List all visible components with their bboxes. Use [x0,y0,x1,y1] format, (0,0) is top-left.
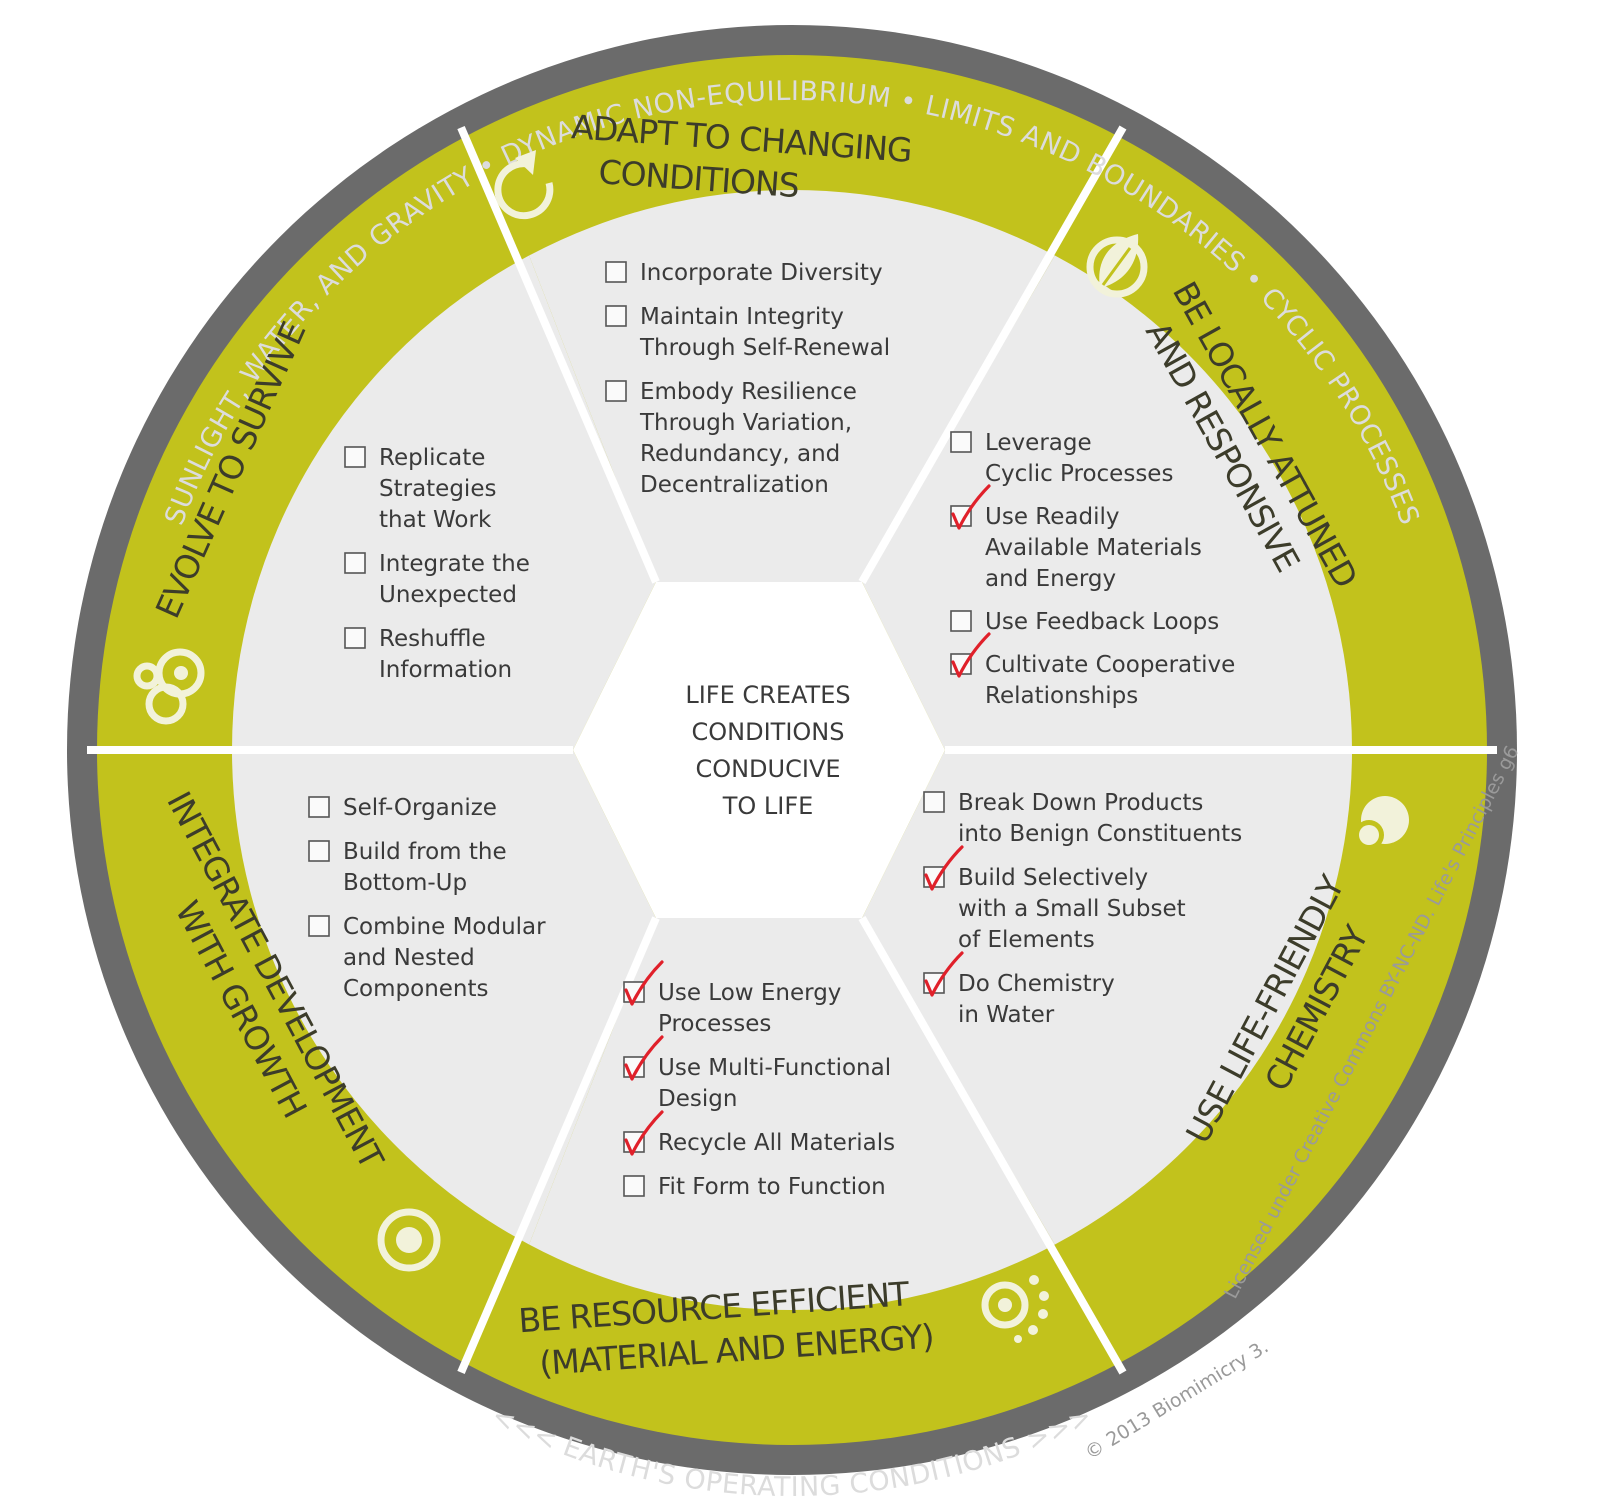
check-mark-icon [624,1035,664,1081]
divider-line-3 [858,916,1127,1375]
checklist-item-text: Cultivate Cooperative [985,652,1235,678]
molecule-icon [1354,796,1409,850]
checklist-item-text: Replicate [379,445,485,471]
checklist-item-text: Leverage [985,430,1092,456]
checklist-item-text: Processes [658,1011,771,1037]
segment-dividers [87,125,1497,1375]
checkbox[interactable] [950,431,972,453]
checklist-item-text: Maintain Integrity [640,304,844,330]
check-mark-icon [924,951,964,997]
check-mark-icon [924,845,964,891]
checklist-item-text: Integrate the [379,551,530,577]
cycle-arrow-icon [494,150,554,220]
checklist-item-text: Build from the [343,839,507,865]
checklist-item-text: Combine Modular [343,914,546,940]
checklist-item-text: with a Small Subset [958,896,1186,922]
checkbox[interactable] [950,610,972,632]
checklist-item-text: Through Variation, [639,410,852,436]
checklist-item-text: in Water [958,1002,1055,1028]
checklist-item-text: that Work [379,507,492,533]
center-line-3: CONDUCIVE [695,755,840,783]
checklist-item-text: Components [343,976,489,1002]
checklist-item-text: Cyclic Processes [985,461,1173,487]
divider-line-1 [858,125,1127,584]
center-hexagon [573,582,945,918]
checklist-item-text: Recycle All Materials [658,1130,895,1156]
principle-wedges [232,190,1352,1310]
wedge-3 [529,918,1055,1310]
bubbles-icon [133,648,205,725]
check-mark-icon [951,484,991,530]
checklist-item-text: Reshuffle [379,626,486,652]
wedge-0 [529,190,1055,582]
checklist-item-text: of Elements [958,927,1095,953]
checklist-item-text: into Benign Constituents [958,821,1242,847]
checklist-item-text: Through Self-Renewal [639,335,890,361]
checklist-item-text: Redundancy, and [640,441,840,467]
wedge-2 [862,750,1352,1245]
checklist-item-text: Information [379,657,512,683]
checklist-item-text: Bottom-Up [343,870,467,896]
checklist-item-text: and Energy [985,566,1116,592]
checklist-item-text: Design [658,1086,737,1112]
checklist-item-text: Incorporate Diversity [640,260,883,286]
checklist-item-text: Use Feedback Loops [985,609,1219,635]
check-mark-icon [624,1110,664,1156]
checkbox[interactable] [605,261,627,283]
checklist-item-text: Use Multi-Functional [658,1055,891,1081]
divider-line-0 [457,125,660,584]
checklist-item-text: Build Selectively [958,865,1148,891]
checkbox[interactable] [344,446,366,468]
checkbox[interactable] [308,915,330,937]
center-line-4: TO LIFE [722,792,814,820]
checklist-item-text: Use Low Energy [658,980,841,1006]
checkbox[interactable] [344,627,366,649]
checklist-item-text: Embody Resilience [640,379,857,405]
check-mark-icon [951,632,991,678]
dots-cycle-icon [981,1275,1049,1343]
checkbox[interactable] [308,796,330,818]
center-text: LIFE CREATES CONDITIONS CONDUCIVE TO LIF… [685,681,850,820]
checklist-item-text: Do Chemistry [958,971,1115,997]
checklist-item-text: Relationships [985,683,1138,709]
checkbox[interactable] [605,305,627,327]
checklist-item-text: Available Materials [985,535,1202,561]
checklist-item-text: Break Down Products [958,790,1203,816]
target-icon [377,1208,441,1272]
checkbox[interactable] [623,1175,645,1197]
checkbox[interactable] [605,380,627,402]
checklist-2: Break Down Products into Benign Constitue… [923,790,1242,1028]
checklist-item-text: Self-Organize [343,795,497,821]
wedge-1 [862,255,1352,750]
wedge-4 [232,750,656,1245]
checkbox[interactable] [308,840,330,862]
leaf-icon [1086,234,1148,298]
checklist-item-text: and Nested [343,945,475,971]
check-mark-icon [624,960,664,1006]
checklist-item-text: Decentralization [640,472,829,498]
checkbox[interactable] [923,791,945,813]
checklist-item-text: Fit Form to Function [658,1174,886,1200]
checklist-item-text: Use Readily [985,504,1119,530]
wedge-5 [232,255,656,750]
checkbox[interactable] [344,552,366,574]
center-line-2: CONDITIONS [692,718,845,746]
center-line-1: LIFE CREATES [685,681,850,709]
checklist-item-text: Unexpected [379,582,517,608]
checklist-item-text: Strategies [379,476,496,502]
